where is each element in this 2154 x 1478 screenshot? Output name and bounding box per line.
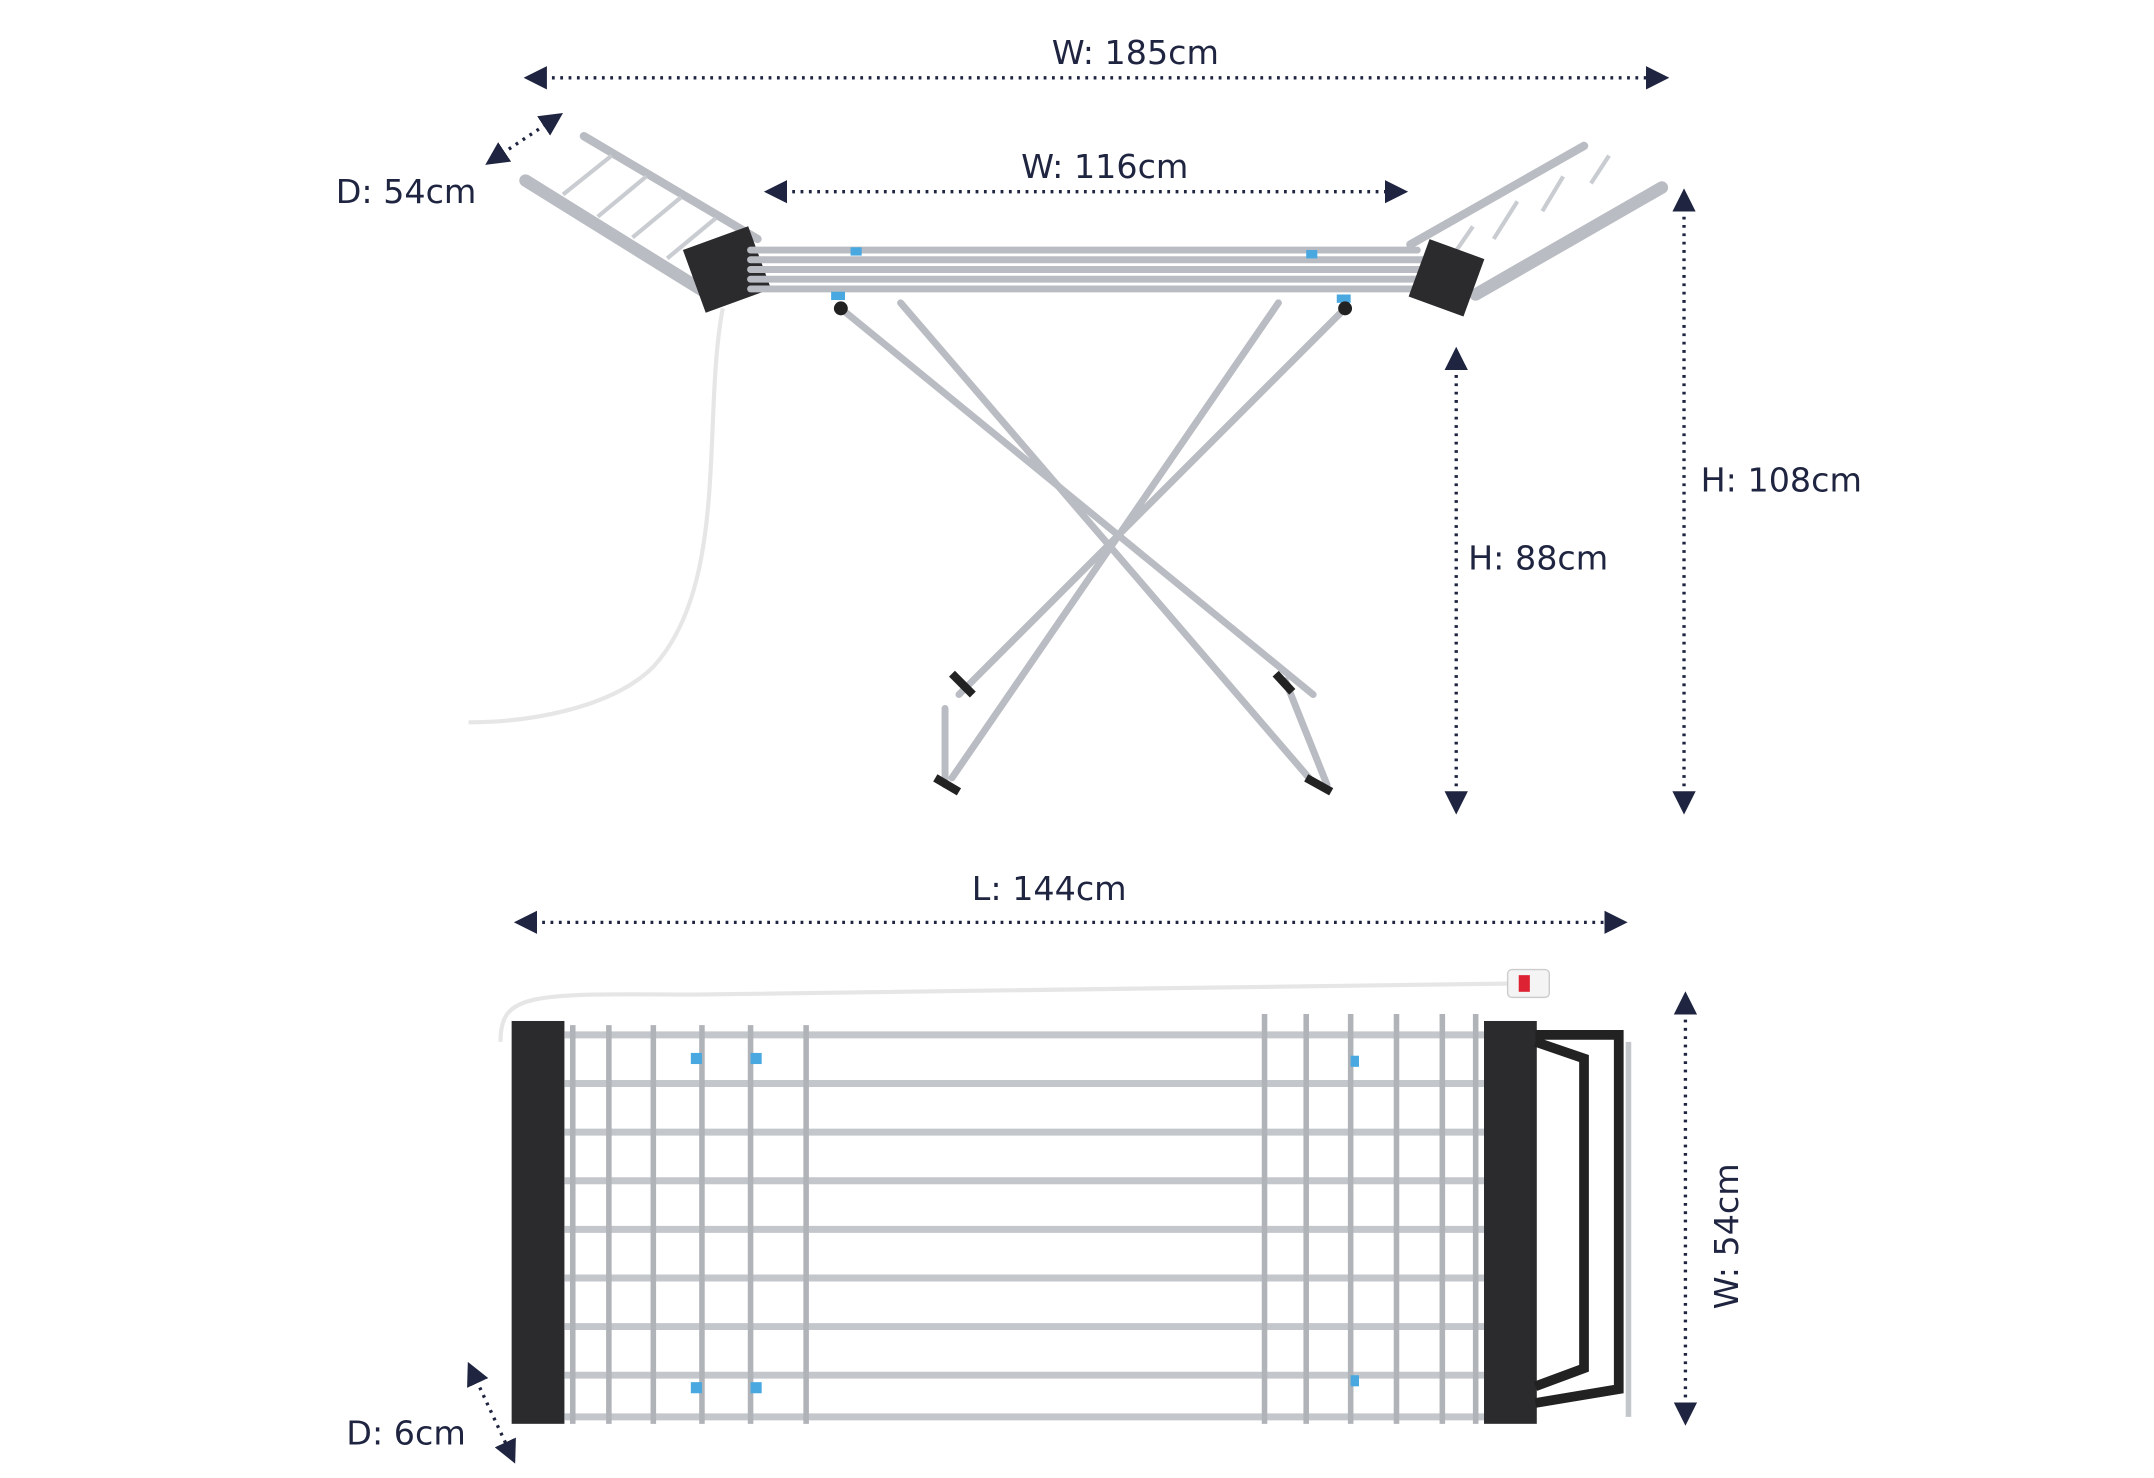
top-width-label: W: 185cm [1052,33,1219,72]
total-height-label: H: 108cm [1701,461,1862,500]
right-wing [1406,141,1669,317]
left-wing [519,131,771,313]
dimension-arrows [467,66,1698,1464]
folded-drying-rack [498,968,1632,1424]
folded-length-label: L: 144cm [972,869,1127,908]
folded-width-label: W: 54cm [1707,1163,1746,1309]
left-end-cap [511,1020,565,1424]
folded-depth-label: D: 6cm [346,1414,465,1453]
power-cord-folded [498,981,1515,1042]
top-depth-label: D: 54cm [336,172,477,211]
rail-height-label: H: 88cm [1468,539,1608,578]
right-end-cap [1484,1020,1537,1424]
inner-width-label: W: 116cm [1021,147,1188,186]
power-cord [468,307,725,725]
folded-legs [1533,1030,1624,1408]
x-legs [833,299,1353,796]
center-bars [747,246,1449,303]
open-drying-rack [468,131,1669,796]
